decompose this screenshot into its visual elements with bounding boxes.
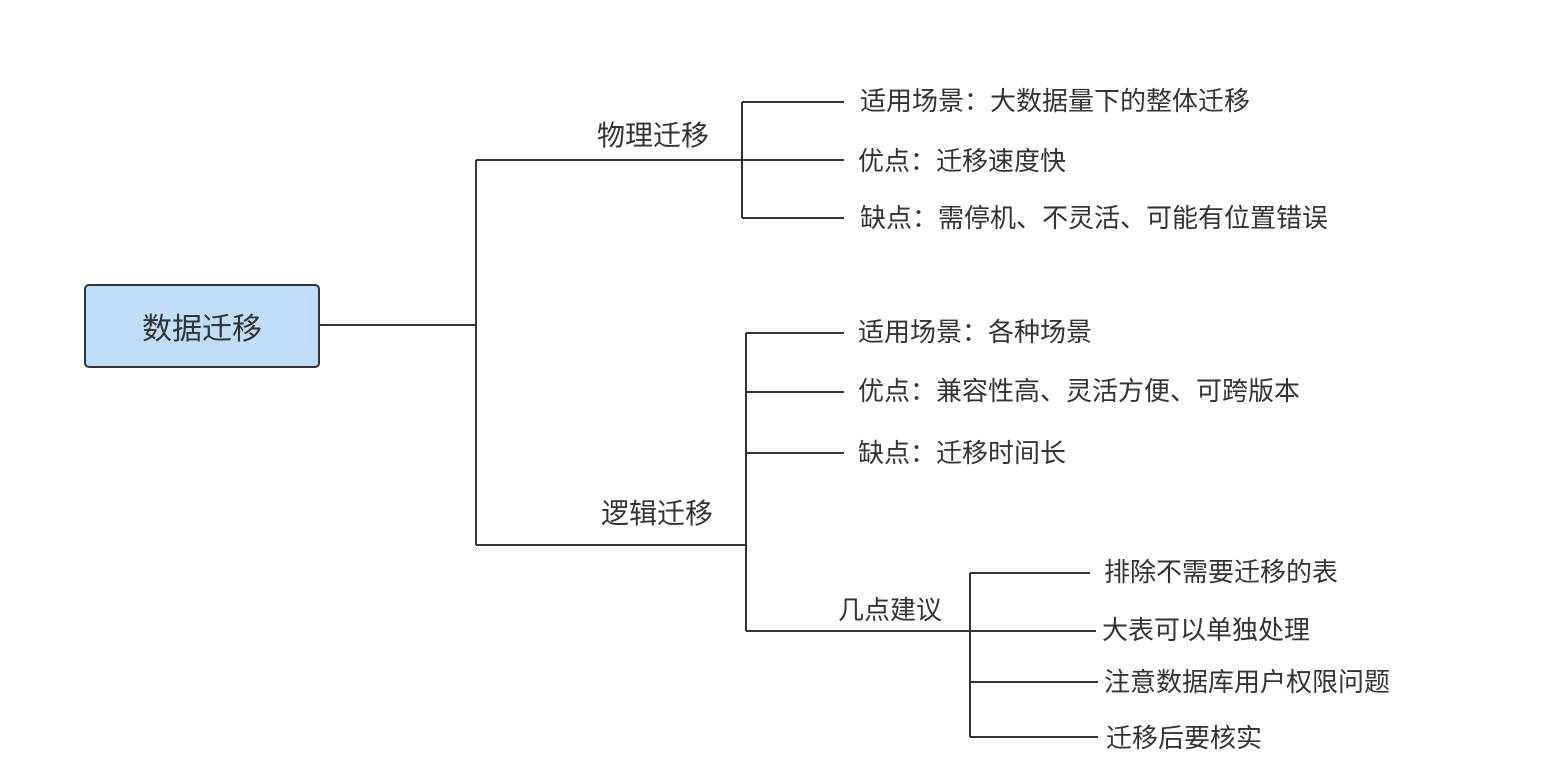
advice-item-exclude-tables[interactable]: 排除不需要迁移的表 (1104, 558, 1339, 588)
advice-item-large-tables[interactable]: 大表可以单独处理 (1102, 616, 1311, 646)
advice-node-label[interactable]: 几点建议 (838, 596, 943, 626)
branch-logical-label[interactable]: 逻辑迁移 (601, 497, 714, 530)
branch-physical-label[interactable]: 物理迁移 (597, 119, 710, 152)
physical-item-scenario[interactable]: 适用场景：大数据量下的整体迁移 (860, 87, 1251, 117)
advice-item-verify[interactable]: 迁移后要核实 (1106, 724, 1263, 754)
advice-item-user-permissions[interactable]: 注意数据库用户权限问题 (1104, 668, 1391, 698)
logical-item-pros[interactable]: 优点：兼容性高、灵活方便、可跨版本 (858, 377, 1301, 407)
physical-item-cons[interactable]: 缺点：需停机、不灵活、可能有位置错误 (860, 204, 1329, 234)
root-node-label: 数据迁移 (142, 312, 262, 347)
root-node[interactable]: 数据迁移 (84, 284, 320, 368)
logical-item-scenario[interactable]: 适用场景：各种场景 (858, 318, 1093, 348)
physical-item-pros[interactable]: 优点：迁移速度快 (858, 147, 1067, 177)
logical-item-cons[interactable]: 缺点：迁移时间长 (858, 439, 1067, 469)
